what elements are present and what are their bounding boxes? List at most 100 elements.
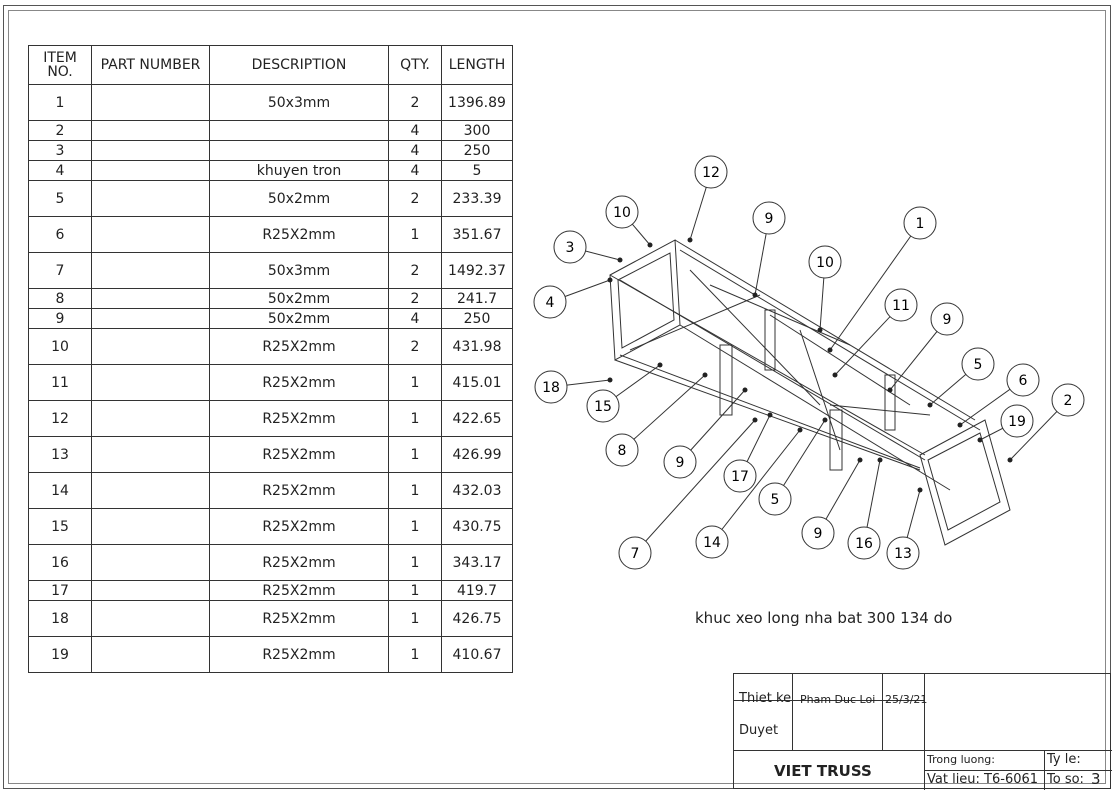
balloon-label: 14 (703, 535, 721, 551)
balloon-circle (884, 288, 918, 322)
cell-part (91, 436, 210, 473)
balloon-leader (634, 419, 756, 554)
header-part-number: PART NUMBER (91, 45, 210, 85)
balloon-leader-dot (832, 372, 838, 378)
balloon-leader-dot (767, 412, 773, 418)
balloon-leader-dot (797, 427, 803, 433)
sheet-border (3, 5, 1111, 789)
balloon-label: 5 (974, 357, 983, 373)
material-label: Vat lieu: T6-6061 (927, 772, 1039, 787)
cell-part (91, 364, 210, 401)
cell-item: 8 (28, 288, 92, 309)
balloon-circle (847, 526, 881, 560)
cell-qty: 1 (388, 580, 442, 601)
balloon-circle (605, 195, 639, 229)
cell-item: 9 (28, 308, 92, 329)
cell-desc: R25X2mm (209, 436, 389, 473)
cell-desc: R25X2mm (209, 580, 389, 601)
cell-desc: 50x2mm (209, 180, 389, 217)
sheet-label: To so: (1047, 772, 1084, 787)
balloon-label: 12 (702, 165, 720, 181)
cell-desc: 50x2mm (209, 308, 389, 329)
balloon-label: 9 (765, 211, 774, 227)
balloon-leader-dot (827, 347, 833, 353)
cell-desc: R25X2mm (209, 636, 389, 673)
cell-item: 13 (28, 436, 92, 473)
cell-len: 419.7 (441, 580, 513, 601)
cell-len: 300 (441, 120, 513, 141)
balloon-label: 10 (816, 255, 834, 271)
cell-qty: 2 (388, 180, 442, 217)
balloon-label: 1 (916, 216, 925, 232)
balloon-circle (1051, 383, 1085, 417)
balloon-leader-dot (742, 387, 748, 393)
cell-desc: R25X2mm (209, 544, 389, 581)
balloon-leader-dot (817, 327, 823, 333)
balloon-leader-dot (607, 277, 613, 283)
cell-item: 4 (28, 160, 92, 181)
cell-item: 17 (28, 580, 92, 601)
balloon-circle (663, 445, 697, 479)
cell-desc: R25X2mm (209, 600, 389, 637)
cell-part (91, 580, 210, 601)
cell-item: 3 (28, 140, 92, 161)
cell-len: 426.99 (441, 436, 513, 473)
cell-desc (209, 140, 389, 161)
balloon-leader-dot (617, 257, 623, 263)
balloon-label: 19 (1008, 414, 1026, 430)
cell-part (91, 328, 210, 365)
cell-part (91, 216, 210, 253)
balloon-circle (801, 516, 835, 550)
sheet-inner-border (8, 10, 1106, 784)
balloon-circle (758, 482, 792, 516)
cell-desc: 50x2mm (209, 288, 389, 309)
cell-item: 19 (28, 636, 92, 673)
cell-qty: 2 (388, 252, 442, 289)
cell-len: 250 (441, 140, 513, 161)
cell-desc: R25X2mm (209, 364, 389, 401)
balloon-label: 9 (676, 455, 685, 471)
balloon-label: 3 (566, 240, 575, 256)
cell-len: 241.7 (441, 288, 513, 309)
cell-len: 415.01 (441, 364, 513, 401)
cell-desc: khuyen tron (209, 160, 389, 181)
balloon-leader (621, 374, 706, 451)
balloon-leader-dot (887, 387, 893, 393)
cell-desc: 50x3mm (209, 84, 389, 121)
cell-part (91, 252, 210, 289)
cell-qty: 4 (388, 120, 442, 141)
cell-part (91, 600, 210, 637)
cell-part (91, 288, 210, 309)
cell-item: 18 (28, 600, 92, 637)
cell-len: 1396.89 (441, 84, 513, 121)
balloon-label: 18 (542, 380, 560, 396)
balloon-label: 9 (943, 312, 952, 328)
balloon-label: 7 (631, 546, 640, 562)
balloon-circle (930, 302, 964, 336)
balloon-circle (808, 245, 842, 279)
balloon-circle (903, 206, 937, 240)
cell-qty: 1 (388, 436, 442, 473)
balloon-label: 4 (546, 295, 555, 311)
cell-item: 16 (28, 544, 92, 581)
balloon-leader-dot (977, 437, 983, 443)
scale-label: Ty le: (1047, 752, 1081, 767)
cell-item: 6 (28, 216, 92, 253)
balloon-circle (694, 155, 728, 189)
balloon-circle (1006, 363, 1040, 397)
cell-item: 5 (28, 180, 92, 217)
cell-part (91, 544, 210, 581)
cell-qty: 1 (388, 508, 442, 545)
balloon-leader (711, 429, 801, 543)
